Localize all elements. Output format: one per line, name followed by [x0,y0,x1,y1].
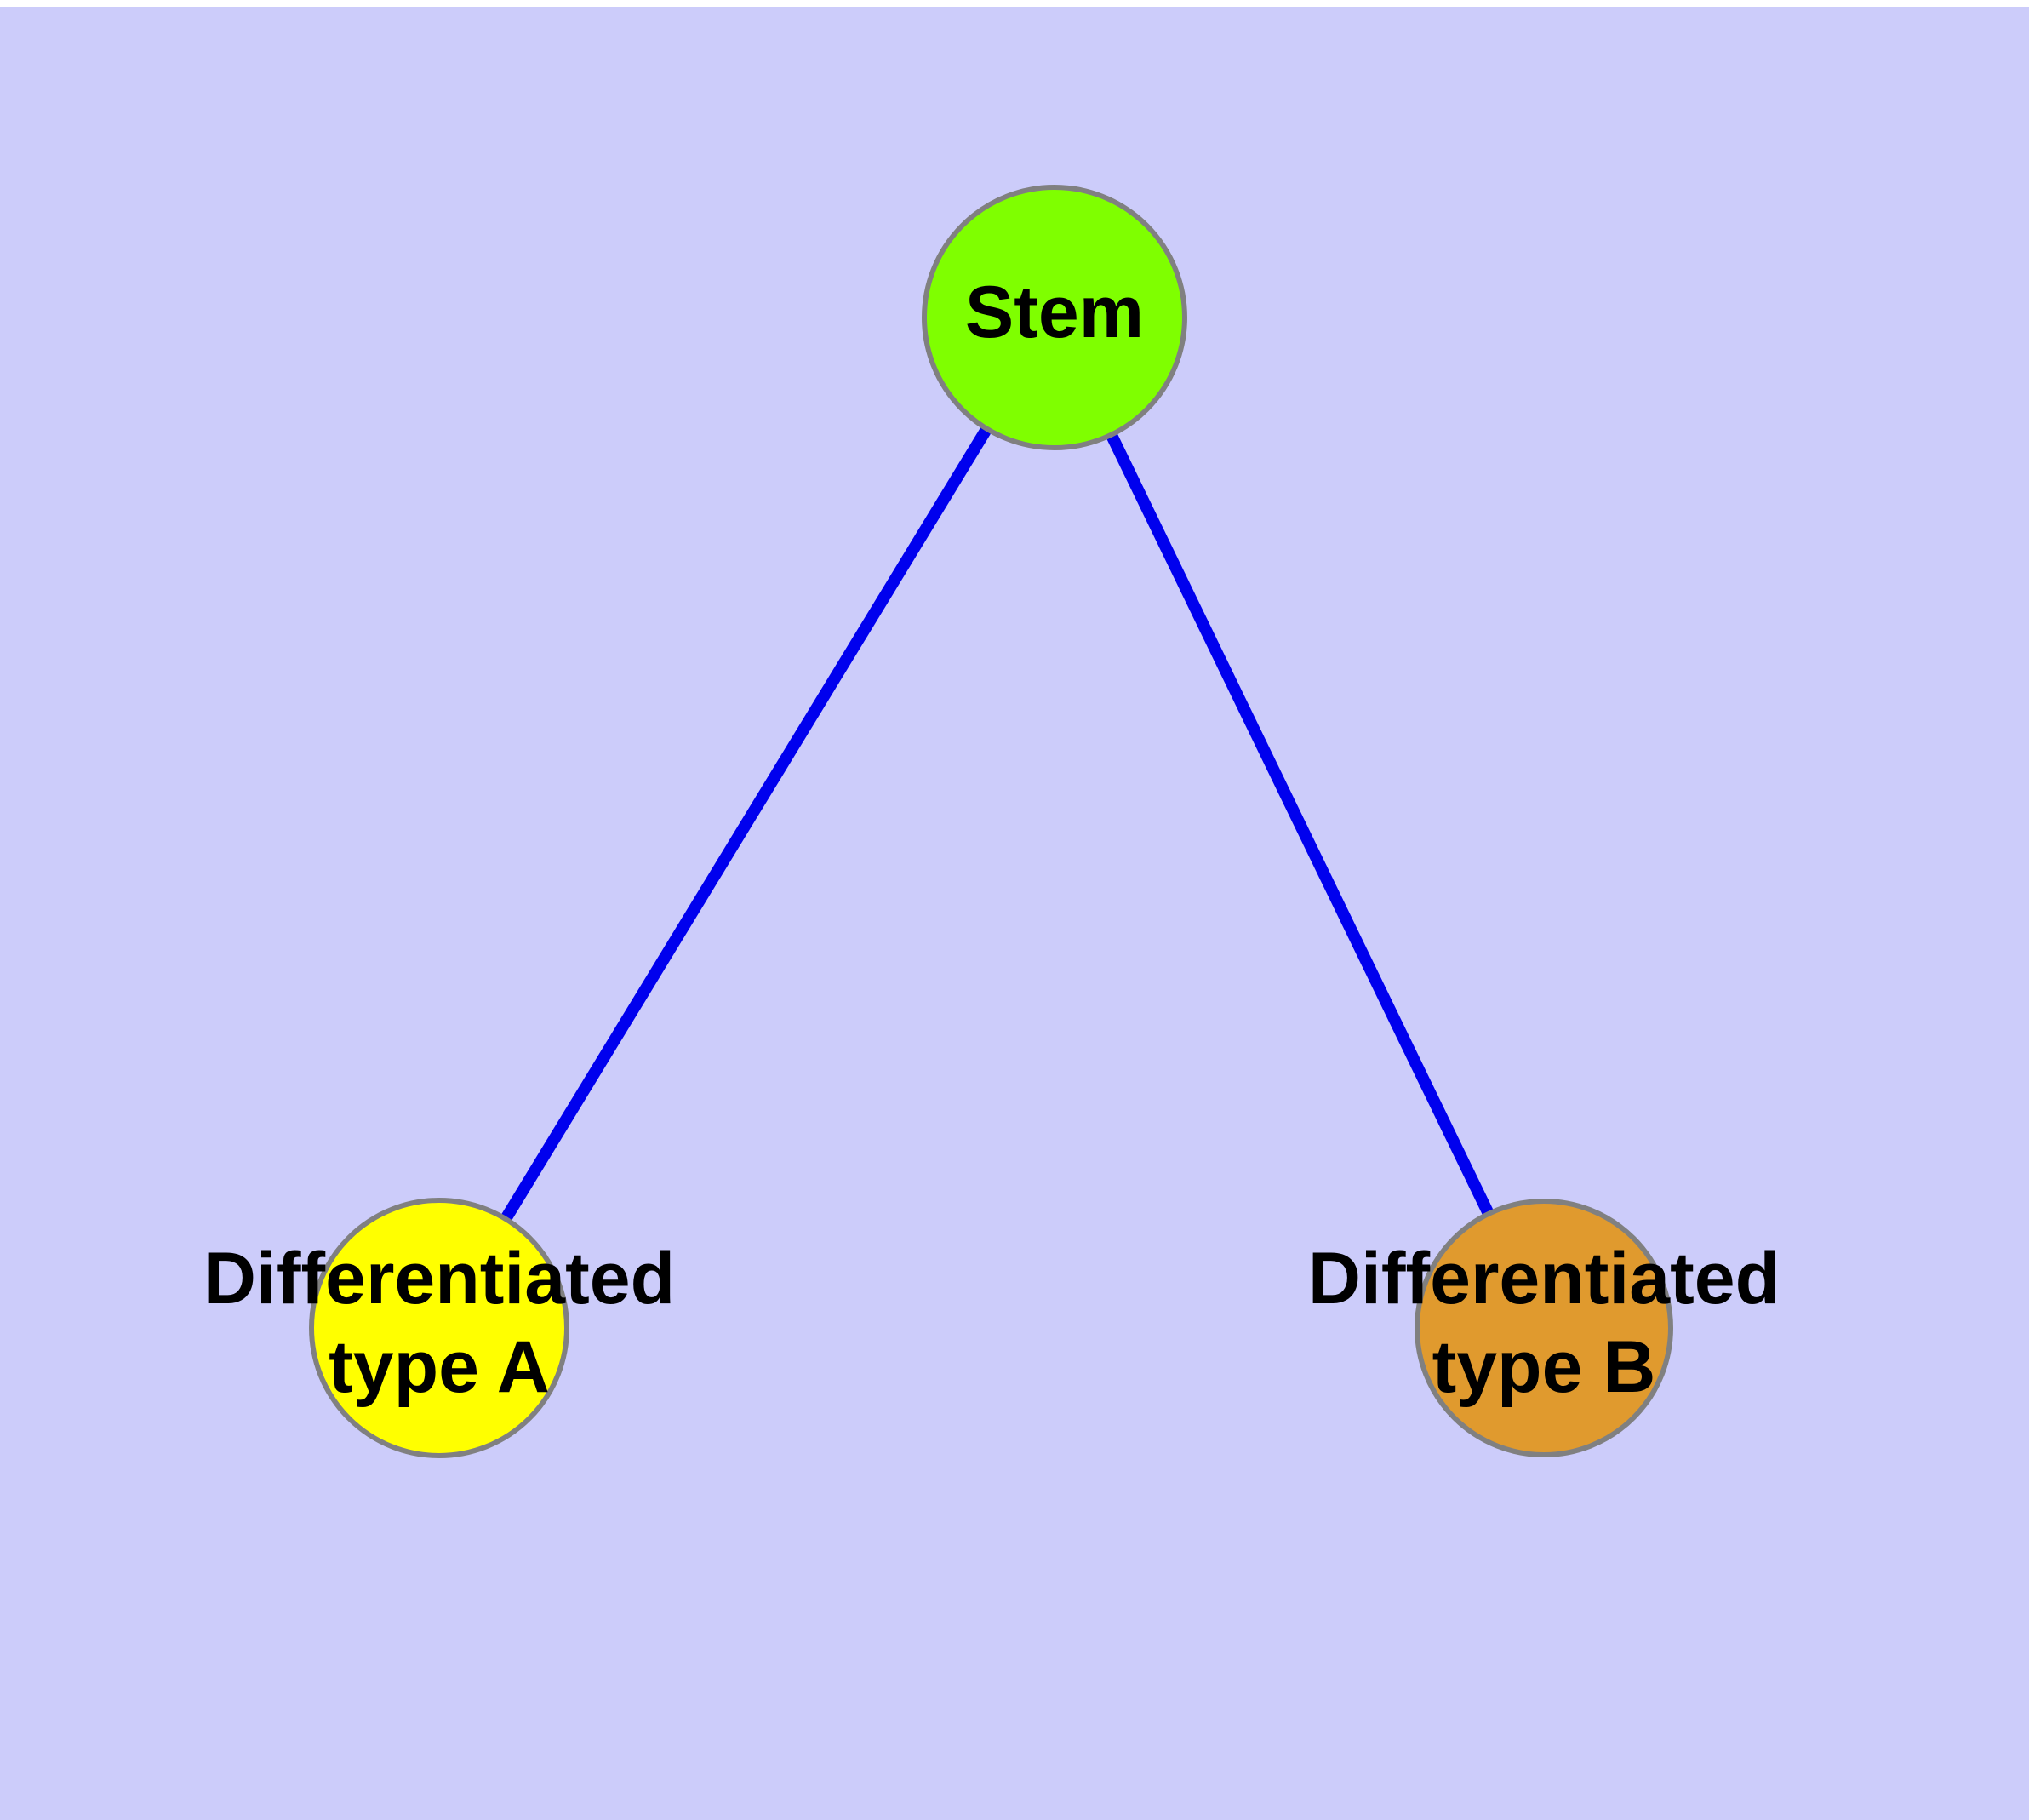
label-line: type B [1432,1326,1656,1408]
label-line: type A [329,1326,550,1408]
node-stem-label: Stem [965,272,1144,353]
edge-stem-to-differentiated-b[interactable] [1104,429,1496,1220]
edges-group [498,422,1496,1225]
label-line: Stem [965,272,1144,353]
node-differentiated-type-a[interactable] [309,1198,569,1458]
label-line: Differentiated [1308,1238,1780,1319]
node-differentiated-type-a-circle[interactable] [309,1198,569,1458]
background-top-strip [0,0,2029,7]
nodes-group [309,185,1673,1458]
label-line: Differentiated [203,1238,675,1319]
node-stem-circle[interactable] [922,185,1187,450]
edge-stem-to-differentiated-a[interactable] [498,422,994,1225]
node-differentiated-type-b[interactable] [1415,1199,1673,1457]
node-stem[interactable] [922,185,1187,450]
node-differentiated-type-b-circle[interactable] [1415,1199,1673,1457]
